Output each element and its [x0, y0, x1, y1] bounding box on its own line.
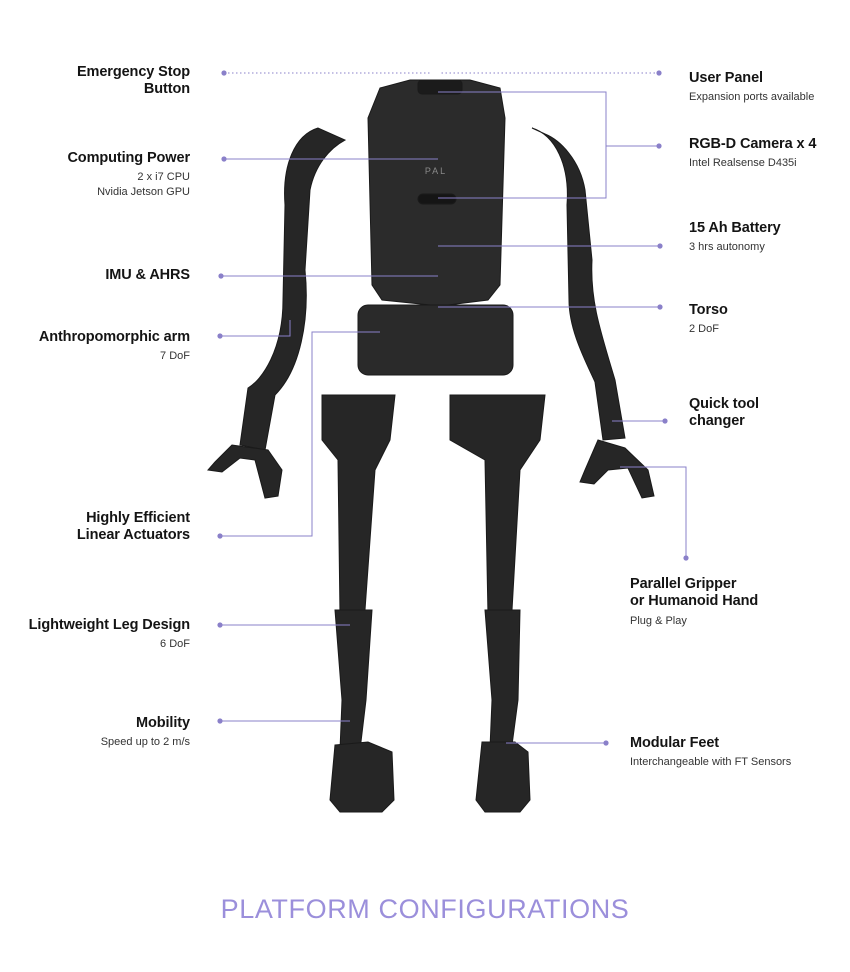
- callout-subtitle-line: Speed up to 2 m/s: [100, 736, 190, 749]
- leader-line-arm: [220, 320, 291, 337]
- callout-title-line: Quick tool: [689, 396, 759, 412]
- callout-title: Modular Feet: [630, 735, 791, 752]
- callout-dot-imu-ahrs: [218, 273, 224, 279]
- callout-title-line: or Humanoid Hand: [630, 593, 759, 610]
- user-panel-box: [417, 79, 463, 95]
- callout-dot-emergency-stop: [221, 70, 227, 76]
- callout-subtitle-line: 7 DoF: [160, 350, 190, 363]
- callout-subtitle-line: 6 DoF: [160, 638, 190, 651]
- callout-title-line: Anthropomorphic arm: [38, 329, 190, 345]
- callout-subtitle-line: 2 DoF: [689, 323, 719, 336]
- callout-subtitle: Interchangeable with FT Sensors: [630, 755, 791, 770]
- callout-subtitle-line: Nvidia Jetson GPU: [97, 186, 190, 199]
- platform-configurations-title: PLATFORM CONFIGURATIONS: [220, 894, 630, 924]
- callout-title: Lightweight Leg Design: [29, 617, 190, 634]
- leader-line-camera: [438, 91, 659, 199]
- callout-subtitle-line: Plug & Play: [630, 614, 687, 627]
- callout-subtitle: 2 x i7 CPU Nvidia Jetson GPU: [67, 170, 190, 200]
- callout-leg-design: Lightweight Leg Design 6 DoF: [29, 617, 190, 652]
- callout-title-line: Computing Power: [67, 150, 190, 166]
- callout-imu-ahrs: IMU & AHRS: [105, 267, 190, 284]
- callout-subtitle-line: 2 x i7 CPU: [137, 171, 190, 184]
- callout-dot-camera: [656, 143, 662, 149]
- callout-title-line: Parallel Gripper: [630, 576, 737, 592]
- callout-title: RGB-D Camera x 4: [689, 136, 816, 153]
- callout-title-line: 15 Ah Battery: [689, 220, 781, 236]
- callout-title: IMU & AHRS: [105, 267, 190, 284]
- hip-block: [357, 304, 514, 376]
- left-foot: [329, 741, 395, 813]
- callout-title-line: Torso: [689, 302, 728, 318]
- left-gripper: [207, 444, 283, 499]
- callout-title-line: Mobility: [136, 715, 190, 731]
- callout-subtitle: 7 DoF: [39, 349, 190, 364]
- callout-dot-torso: [657, 304, 663, 310]
- callout-dot-tool-changer: [662, 418, 668, 424]
- right-arm: [531, 127, 626, 441]
- right-gripper: [579, 439, 655, 499]
- callout-subtitle-line: Intel Realsense D435i: [689, 157, 797, 170]
- callout-subtitle: 6 DoF: [29, 637, 190, 652]
- callout-dot-user-panel: [656, 70, 662, 76]
- callout-title-line: Linear Actuators: [76, 527, 190, 544]
- callout-title-line: Emergency Stop: [76, 64, 190, 80]
- callout-subtitle: Intel Realsense D435i: [689, 156, 816, 171]
- callout-dot-arm: [217, 333, 223, 339]
- callout-arm: Anthropomorphic arm 7 DoF: [39, 329, 190, 364]
- callout-dot-mobility: [217, 718, 223, 724]
- callout-dot-computing-power: [221, 156, 227, 162]
- leader-line-gripper: [620, 466, 687, 558]
- callout-title-line: Highly Efficient: [86, 510, 190, 526]
- callout-title: 15 Ah Battery: [689, 220, 781, 237]
- callout-computing-power: Computing Power 2 x i7 CPU Nvidia Jetson G…: [67, 150, 190, 200]
- callout-title: Computing Power: [67, 150, 190, 167]
- callout-dot-actuators: [217, 533, 223, 539]
- callout-title: Mobility: [101, 715, 190, 732]
- callout-title-line: IMU & AHRS: [105, 267, 190, 283]
- callout-subtitle: Expansion ports available: [689, 90, 814, 105]
- callout-title-line: RGB-D Camera x 4: [689, 136, 817, 152]
- callout-title-line: User Panel: [689, 70, 763, 86]
- callout-dot-gripper: [683, 555, 689, 561]
- callout-title-line: Modular Feet: [630, 735, 720, 751]
- right-foot: [475, 741, 531, 813]
- callout-title-line: Lightweight Leg Design: [28, 617, 190, 633]
- callout-title: User Panel: [689, 70, 814, 87]
- callout-title-line: Button: [143, 81, 190, 98]
- callout-title-line: changer: [689, 413, 745, 430]
- callout-title: Torso: [689, 302, 728, 319]
- callout-dot-leg-design: [217, 622, 223, 628]
- callout-subtitle: Plug & Play: [630, 614, 758, 629]
- camera-strip: [417, 193, 457, 205]
- callout-battery: 15 Ah Battery 3 hrs autonomy: [689, 220, 781, 255]
- callout-subtitle-line: 3 hrs autonomy: [689, 241, 765, 254]
- callout-dot-battery: [657, 243, 663, 249]
- callout-title: Anthropomorphic arm: [39, 329, 190, 346]
- callout-subtitle-line: Expansion ports available: [689, 91, 815, 104]
- callout-subtitle-line: Interchangeable with FT Sensors: [630, 756, 792, 769]
- callout-subtitle: Speed up to 2 m/s: [101, 735, 190, 750]
- callout-subtitle: 3 hrs autonomy: [689, 240, 781, 255]
- callout-dot-modular-feet: [603, 740, 609, 746]
- callout-camera: RGB-D Camera x 4 Intel Realsense D435i: [689, 136, 816, 171]
- callout-subtitle: 2 DoF: [689, 322, 728, 337]
- chest-logo: PAL: [425, 166, 447, 176]
- leader-line-actuators: [220, 331, 380, 537]
- callout-torso: Torso 2 DoF: [689, 302, 728, 337]
